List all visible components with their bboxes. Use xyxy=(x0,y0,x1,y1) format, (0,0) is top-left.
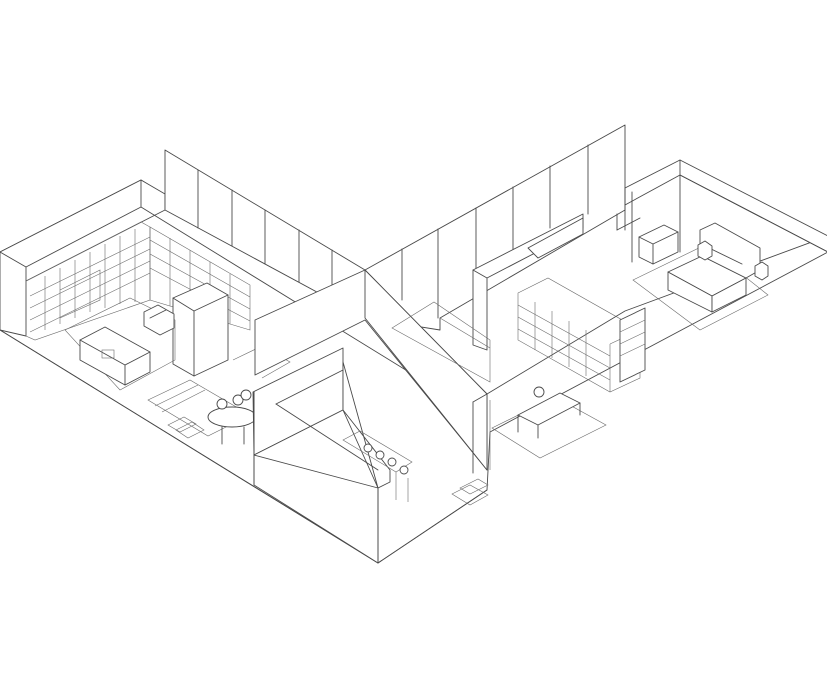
long-partition xyxy=(254,269,488,474)
corridor-wall xyxy=(252,347,391,564)
dining-table-left xyxy=(207,389,257,445)
study-partition xyxy=(472,213,584,351)
bedroom-rug xyxy=(632,244,769,331)
armchair xyxy=(143,304,175,336)
nightstands xyxy=(697,240,769,281)
right-wing-walls xyxy=(364,124,827,331)
left-wing-walls xyxy=(0,149,488,421)
living-bookcases xyxy=(25,221,251,341)
desk xyxy=(517,386,581,439)
dresser xyxy=(638,224,679,265)
dining-bench xyxy=(342,430,413,502)
living-rug xyxy=(64,297,176,391)
right-partition xyxy=(391,301,491,470)
bed xyxy=(667,222,761,313)
study-bookcases xyxy=(517,277,646,393)
entrance-steps xyxy=(451,478,489,506)
center-pillar xyxy=(172,282,229,377)
sofa xyxy=(79,326,151,386)
